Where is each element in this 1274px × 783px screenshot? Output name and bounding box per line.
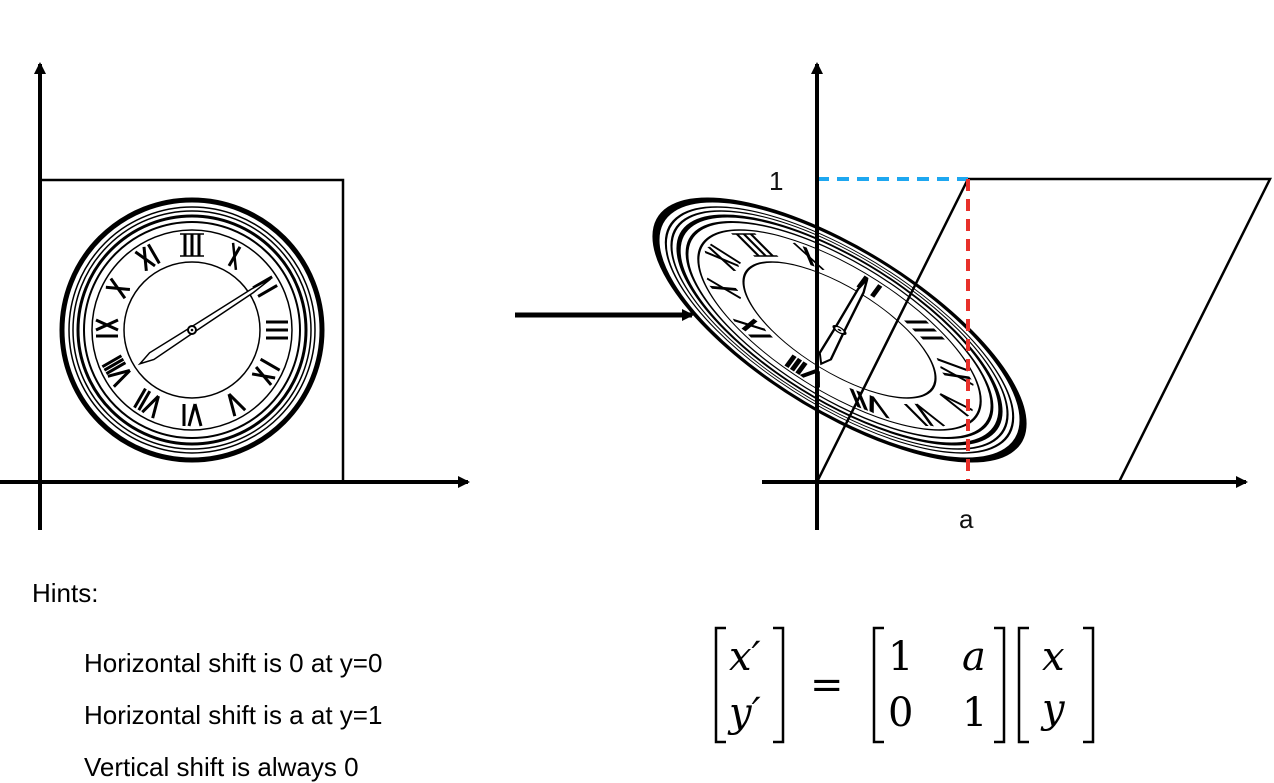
left-figure bbox=[0, 62, 470, 530]
matrix-cell-1-2: a bbox=[962, 634, 986, 680]
hint-item-3: Vertical shift is always 0 bbox=[84, 752, 359, 782]
rhs-y: y bbox=[1040, 686, 1066, 732]
rhs-right-bracket bbox=[1083, 626, 1095, 744]
rhs-left-bracket bbox=[1017, 626, 1029, 744]
lhs-y-prime: y′ bbox=[727, 690, 761, 736]
lhs-x-prime: x′ bbox=[729, 634, 761, 680]
hints-title: Hints: bbox=[32, 578, 99, 608]
matrix-right-bracket bbox=[994, 626, 1006, 744]
right-clock bbox=[580, 200, 1099, 460]
equals-sign: = bbox=[810, 662, 844, 708]
lhs-right-bracket bbox=[773, 626, 785, 744]
hint-item-1: Horizontal shift is 0 at y=0 bbox=[84, 648, 383, 678]
rhs-x: x bbox=[1042, 634, 1065, 680]
left-clock bbox=[62, 200, 322, 460]
lhs-left-bracket bbox=[714, 626, 726, 744]
matrix-cell-1-1: 1 bbox=[888, 634, 913, 680]
y-tick-label-1: 1 bbox=[769, 166, 783, 196]
x-tick-label-a: a bbox=[959, 504, 974, 534]
matrix-left-bracket bbox=[872, 626, 884, 744]
hints-panel: Hints: bbox=[32, 580, 98, 630]
matrix-cell-2-2: 1 bbox=[962, 690, 987, 736]
right-figure: 1 a bbox=[580, 62, 1273, 534]
matrix-cell-2-1: 0 bbox=[888, 690, 913, 736]
hint-item-2: Horizontal shift is a at y=1 bbox=[84, 700, 383, 730]
shear-matrix-equation: x′ y′ = 1 a 0 1 x y bbox=[714, 626, 1095, 744]
